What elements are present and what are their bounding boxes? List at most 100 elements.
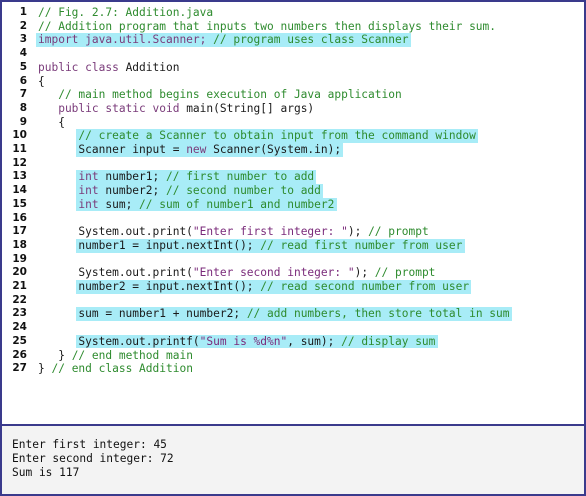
code-line: 10 // create a Scanner to obtain input f… bbox=[2, 129, 584, 143]
console-line: Enter second integer: 72 bbox=[12, 452, 174, 465]
code-token: // prompt bbox=[374, 266, 436, 280]
line-code: number2 = input.nextInt(); // read secon… bbox=[38, 280, 469, 294]
line-number: 25 bbox=[12, 334, 27, 347]
code-line: 2 // Addition program that inputs two num… bbox=[2, 20, 584, 34]
code-highlight bbox=[36, 33, 411, 48]
code-line: 12 bbox=[2, 157, 584, 171]
code-token: import java.util.Scanner; bbox=[38, 33, 214, 47]
code-highlight bbox=[76, 143, 344, 157]
code-line: 19 bbox=[2, 253, 584, 267]
code-line: 6{ bbox=[2, 75, 584, 89]
line-number: 1 bbox=[19, 6, 27, 18]
console-line: Sum is 117 bbox=[12, 466, 80, 479]
code-line: 18 number1 = input.nextInt(); // read fi… bbox=[2, 238, 584, 253]
line-code: number1 = input.nextInt(); // read first… bbox=[38, 239, 462, 253]
line-code: } // end class Addition bbox=[38, 362, 193, 376]
code-highlight bbox=[76, 307, 512, 322]
code-line: 4 bbox=[2, 47, 584, 61]
code-line: 11 Scanner input = new Scanner(System.in… bbox=[2, 143, 584, 157]
code-token: Scanner(System.in); bbox=[213, 143, 342, 156]
code-token: main(String[] args) bbox=[186, 101, 315, 115]
line-code: int number2; // second number to add bbox=[38, 184, 321, 198]
code-token: "Enter first integer: " bbox=[192, 225, 348, 239]
line-code: import java.util.Scanner; // program use… bbox=[38, 33, 408, 47]
line-number: 6 bbox=[19, 74, 27, 87]
line-code: } // end method main bbox=[38, 349, 193, 363]
line-code: { bbox=[38, 75, 45, 89]
line-code: public static void main(String[] args) bbox=[38, 102, 314, 116]
code-token: int bbox=[38, 170, 106, 184]
code-line: 13 int number1; // first number to add bbox=[2, 170, 584, 185]
code-token: // read second number from user bbox=[260, 280, 470, 293]
code-token: public static void bbox=[38, 101, 187, 115]
code-token: // create a Scanner to obtain input from… bbox=[38, 129, 476, 143]
code-token: Addition bbox=[125, 60, 180, 74]
line-code: // main method begins execution of Java … bbox=[38, 88, 402, 102]
code-token: } bbox=[38, 362, 52, 376]
line-code: // create a Scanner to obtain input from… bbox=[38, 129, 476, 143]
line-code: Scanner input = new Scanner(System.in); bbox=[38, 143, 341, 157]
line-number: 21 bbox=[12, 280, 27, 292]
code-highlight bbox=[76, 197, 337, 212]
code-highlight bbox=[76, 280, 472, 294]
line-number: 23 bbox=[12, 307, 27, 320]
console-line: Enter first integer: 45 bbox=[12, 438, 167, 451]
code-token: number1 = input.nextInt(); bbox=[38, 238, 261, 252]
line-number: 22 bbox=[12, 293, 27, 306]
code-token: // Fig. 2.7: Addition.java bbox=[38, 6, 214, 19]
code-token: // add numbers, then store total in sum bbox=[246, 307, 510, 321]
line-number: 27 bbox=[12, 362, 27, 375]
code-token: // display sum bbox=[341, 334, 436, 348]
line-number: 4 bbox=[19, 47, 27, 60]
line-number: 8 bbox=[19, 101, 27, 114]
line-number: 13 bbox=[12, 170, 27, 183]
line-code: int sum; // sum of number1 and number2 bbox=[38, 198, 334, 212]
code-token: Scanner input = bbox=[38, 143, 187, 156]
code-highlight bbox=[76, 238, 465, 253]
line-number: 17 bbox=[12, 225, 27, 238]
line-code: // Fig. 2.7: Addition.java bbox=[38, 6, 213, 20]
code-token: { bbox=[38, 115, 65, 129]
code-line: 22 bbox=[2, 294, 584, 308]
code-token: public class bbox=[38, 60, 126, 74]
line-number: 2 bbox=[19, 19, 27, 32]
line-code: sum = number1 + number2; // add numbers,… bbox=[38, 307, 510, 321]
code-token: "Enter second integer: " bbox=[192, 266, 355, 280]
code-token: // program uses class Scanner bbox=[213, 33, 409, 47]
code-line: 23 sum = number1 + number2; // add numbe… bbox=[2, 307, 584, 322]
code-line: 20 System.out.print("Enter second intege… bbox=[2, 266, 584, 280]
code-line: 9 { bbox=[2, 116, 584, 130]
code-token: // first number to add bbox=[165, 170, 315, 184]
code-line: 15 int sum; // sum of number1 and number… bbox=[2, 197, 584, 212]
line-number: 11 bbox=[12, 143, 27, 155]
code-token: // Addition program that inputs two numb… bbox=[38, 19, 497, 33]
line-code: System.out.print("Enter second integer: … bbox=[38, 266, 435, 280]
line-number: 12 bbox=[12, 156, 27, 169]
code-token: System.out.print( bbox=[38, 266, 193, 280]
code-token: number2; bbox=[105, 184, 166, 198]
code-token: ); bbox=[347, 225, 369, 239]
code-token: // read first number from user bbox=[260, 238, 463, 252]
line-number: 26 bbox=[12, 348, 27, 361]
line-code: System.out.printf("Sum is %d%n", sum); /… bbox=[38, 335, 435, 349]
line-number: 10 bbox=[12, 129, 27, 142]
code-token: // end method main bbox=[71, 348, 193, 362]
line-number: 14 bbox=[12, 184, 27, 197]
line-number: 18 bbox=[12, 238, 27, 251]
code-token: sum = number1 + number2; bbox=[38, 307, 247, 321]
code-token: // main method begins execution of Java … bbox=[38, 88, 402, 102]
code-token: int bbox=[38, 197, 106, 211]
code-line: 14 int number2; // second number to add bbox=[2, 184, 584, 198]
code-token: // prompt bbox=[368, 225, 429, 239]
line-number: 15 bbox=[12, 197, 27, 210]
line-code: int number1; // first number to add bbox=[38, 170, 314, 184]
code-token: int bbox=[38, 184, 106, 198]
code-line: 17 System.out.print("Enter first integer… bbox=[2, 225, 584, 239]
line-number: 20 bbox=[12, 266, 27, 279]
code-line: 16 bbox=[2, 212, 584, 226]
code-line: 26 } // end method main bbox=[2, 349, 584, 363]
